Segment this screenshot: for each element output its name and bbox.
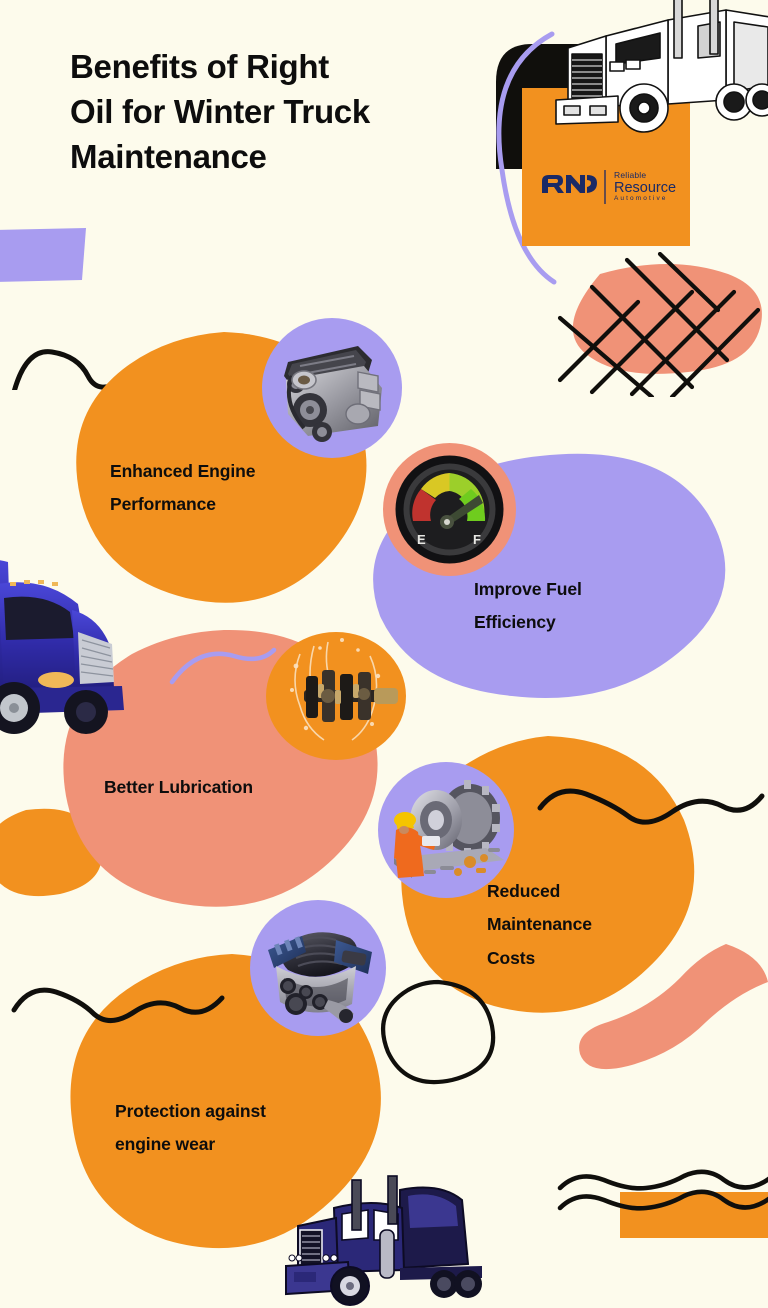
benefit-label-2-line-1: Better Lubrication [104,777,253,797]
purple-block-decoration [0,228,86,282]
logo-divider [604,170,606,204]
purple-swoosh-decoration [169,647,277,685]
logo-line-3: Automotive [614,195,668,203]
truck-top-lineart-icon [555,0,768,133]
benefit-icon-1-fuel-gauge-icon: E F [383,443,516,576]
benefit-label-4-line-1: Protection against [115,1101,266,1121]
benefit-icon-2-crankshaft-icon [266,632,406,760]
salmon-blob-decoration-2 [0,808,102,897]
logo-wordmark: Reliable Resource Automotive [614,171,676,203]
benefit-label-1-line-2: Efficiency [474,612,556,633]
title-line-3: Maintenance [70,137,267,175]
gauge-label-empty: E [417,532,426,547]
truck-left-blue-icon [0,560,124,734]
benefit-icon-0-engine-block-icon [262,318,402,458]
benefit-label-0: Enhanced Engine Performance [110,455,340,522]
logo-line-2: Resource [614,179,677,196]
title-line-1: Benefits of Right [70,48,329,85]
benefit-label-1-line-1: Improve Fuel [474,579,582,599]
benefit-label-2: Better Lubrication [104,771,354,804]
salmon-ribbon-decoration [579,944,768,1070]
truck-bottom-navy-icon [285,1175,482,1306]
purple-loop-decoration [496,31,557,285]
benefit-label-0-line-1: Enhanced Engine [110,461,256,481]
benefit-label-3: Reduced Maintenance Costs [487,875,687,975]
benefit-label-3-line-1: Reduced [487,881,561,901]
page-title: Benefits of Right Oil for Winter Truck M… [70,45,490,180]
orange-rect-decoration [620,1192,768,1238]
benefit-icon-4-v-engine-icon [250,900,386,1036]
wavy-line-decoration-5 [557,1169,768,1211]
brand-logo: Reliable Resource Automotive [540,163,690,211]
rnr-logo-mark-icon [542,175,597,193]
wavy-line-decoration-4 [537,788,765,825]
benefit-label-4-line-2: engine wear [115,1134,216,1155]
benefit-label-4: Protection against engine wear [115,1095,345,1162]
benefit-label-1: Improve Fuel Efficiency [474,573,684,640]
benefit-label-0-line-2: Performance [110,494,216,515]
logo-line-1: Reliable [614,170,647,181]
black-circle-outline-decoration [381,979,496,1085]
title-line-2: Oil for Winter Truck [70,92,370,130]
benefit-icon-3-gear-maintenance-icon [378,762,514,898]
wavy-line-decoration-3 [11,987,225,1023]
benefit-label-3-line-2: Maintenance [487,914,592,935]
gauge-label-full: F [473,532,481,547]
crosshatch-grid-decoration [557,252,761,397]
benefit-label-3-line-3: Costs [487,947,536,968]
